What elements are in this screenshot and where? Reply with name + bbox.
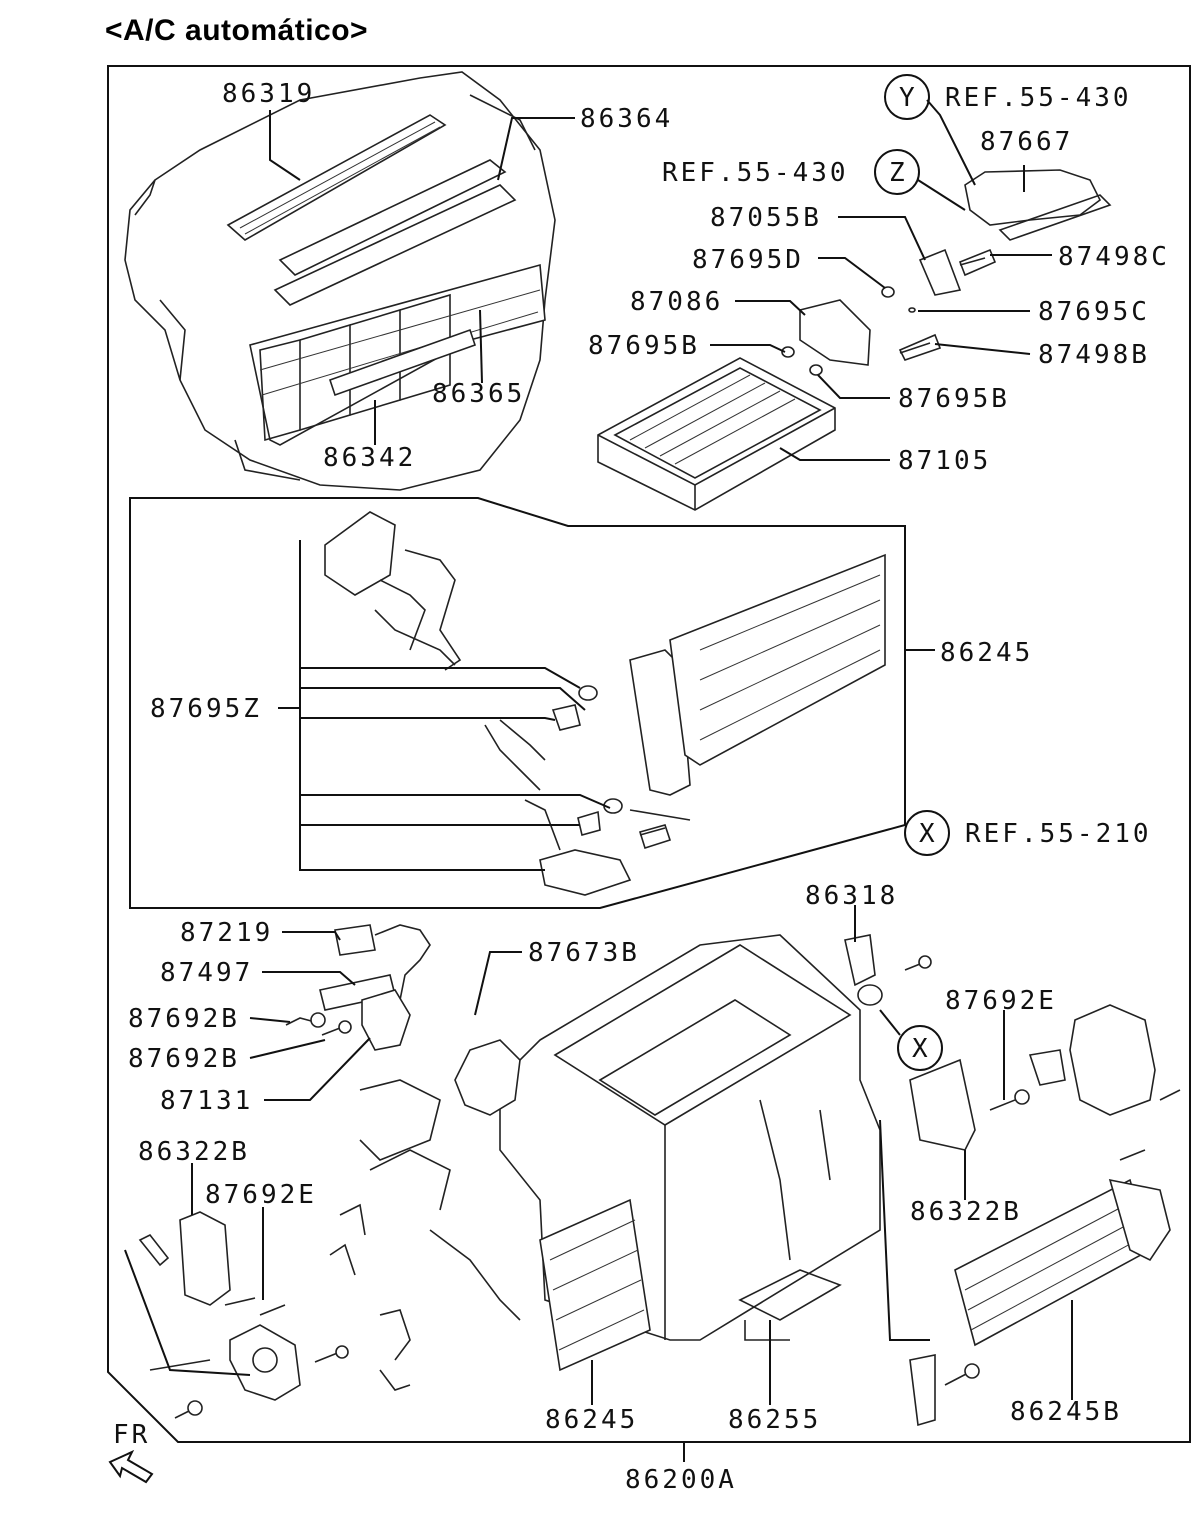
- ref-circle-y: [884, 74, 930, 120]
- part-label-87695z: 87695Z: [150, 694, 262, 724]
- part-label-87695d: 87695D: [692, 245, 804, 275]
- part-label-86365: 86365: [432, 379, 525, 409]
- leader-lines: [124, 99, 1073, 1462]
- grid-panel-86342-drawing: [249, 263, 546, 446]
- part-label-87055b: 87055B: [710, 203, 822, 233]
- part-label-87667: 87667: [980, 127, 1073, 157]
- part-label-86245b: 86245B: [1010, 1397, 1122, 1427]
- part-label-87673b: 87673B: [528, 938, 640, 968]
- part-label-87695c: 87695C: [1038, 297, 1150, 327]
- part-label-86322b-right: 86322B: [910, 1197, 1022, 1227]
- part-label-86322b-left: 86322B: [138, 1137, 250, 1167]
- part-label-87498b: 87498B: [1038, 340, 1150, 370]
- part-label-86364: 86364: [580, 104, 673, 134]
- ref-circle-x-label: X: [919, 819, 938, 849]
- part-label-87498c: 87498C: [1058, 242, 1170, 272]
- part-label-86245-top: 86245: [940, 638, 1033, 668]
- heater-core-drawing: [324, 511, 886, 896]
- ref-circle-z-label: Z: [889, 158, 908, 188]
- part-label-87219: 87219: [180, 918, 273, 948]
- evaporator-core-drawing: [597, 357, 836, 511]
- heater-core-86245b-drawing: [954, 1178, 1171, 1347]
- direction-label: FR: [113, 1420, 150, 1450]
- part-label-87692b-b: 87692B: [128, 1044, 240, 1074]
- expansion-valve-drawing: [781, 169, 1112, 376]
- ref-z-label: REF.55-430: [662, 158, 849, 188]
- part-label-87695b-left: 87695B: [588, 331, 700, 361]
- ref-circle-z: [874, 149, 920, 195]
- part-label-87695b-right: 87695B: [898, 384, 1010, 414]
- part-label-87692e-right: 87692E: [945, 986, 1057, 1016]
- part-label-86342: 86342: [323, 443, 416, 473]
- ref-y-label: REF.55-430: [945, 83, 1132, 113]
- part-label-87692e-left: 87692E: [205, 1180, 317, 1210]
- part-label-86255: 86255: [728, 1405, 821, 1435]
- part-label-87692b-a: 87692B: [128, 1004, 240, 1034]
- direction-arrow-icon: [108, 1449, 154, 1484]
- part-label-86318: 86318: [805, 881, 898, 911]
- diagram-title: <A/C automático>: [105, 14, 369, 47]
- part-label-87131: 87131: [160, 1086, 253, 1116]
- ref-x-label: REF.55-210: [965, 819, 1152, 849]
- screws-drawing: [174, 257, 1181, 1419]
- part-label-87497: 87497: [160, 958, 253, 988]
- filter-86364-drawing: [273, 159, 517, 306]
- ref-circle-x: [904, 810, 950, 856]
- ref-marker-x: [897, 1025, 943, 1071]
- detail-box: [129, 497, 906, 909]
- part-label-86200a: 86200A: [625, 1465, 737, 1495]
- part-label-86245-bottom: 86245: [545, 1405, 638, 1435]
- filter-86319-drawing: [226, 114, 447, 241]
- evaporator-case-drawing: [124, 71, 556, 491]
- part-label-86319: 86319: [222, 79, 315, 109]
- actuator-right-drawing: [844, 934, 1156, 1151]
- hvac-housing-drawing: [359, 934, 881, 1372]
- ref-circle-y-label: Y: [899, 83, 918, 113]
- ref-marker-x-label: X: [912, 1034, 931, 1064]
- brackets-drawing: [329, 1203, 936, 1427]
- part-label-87086: 87086: [630, 287, 723, 317]
- actuator-left-drawing: [138, 924, 431, 1401]
- part-label-87105: 87105: [898, 446, 991, 476]
